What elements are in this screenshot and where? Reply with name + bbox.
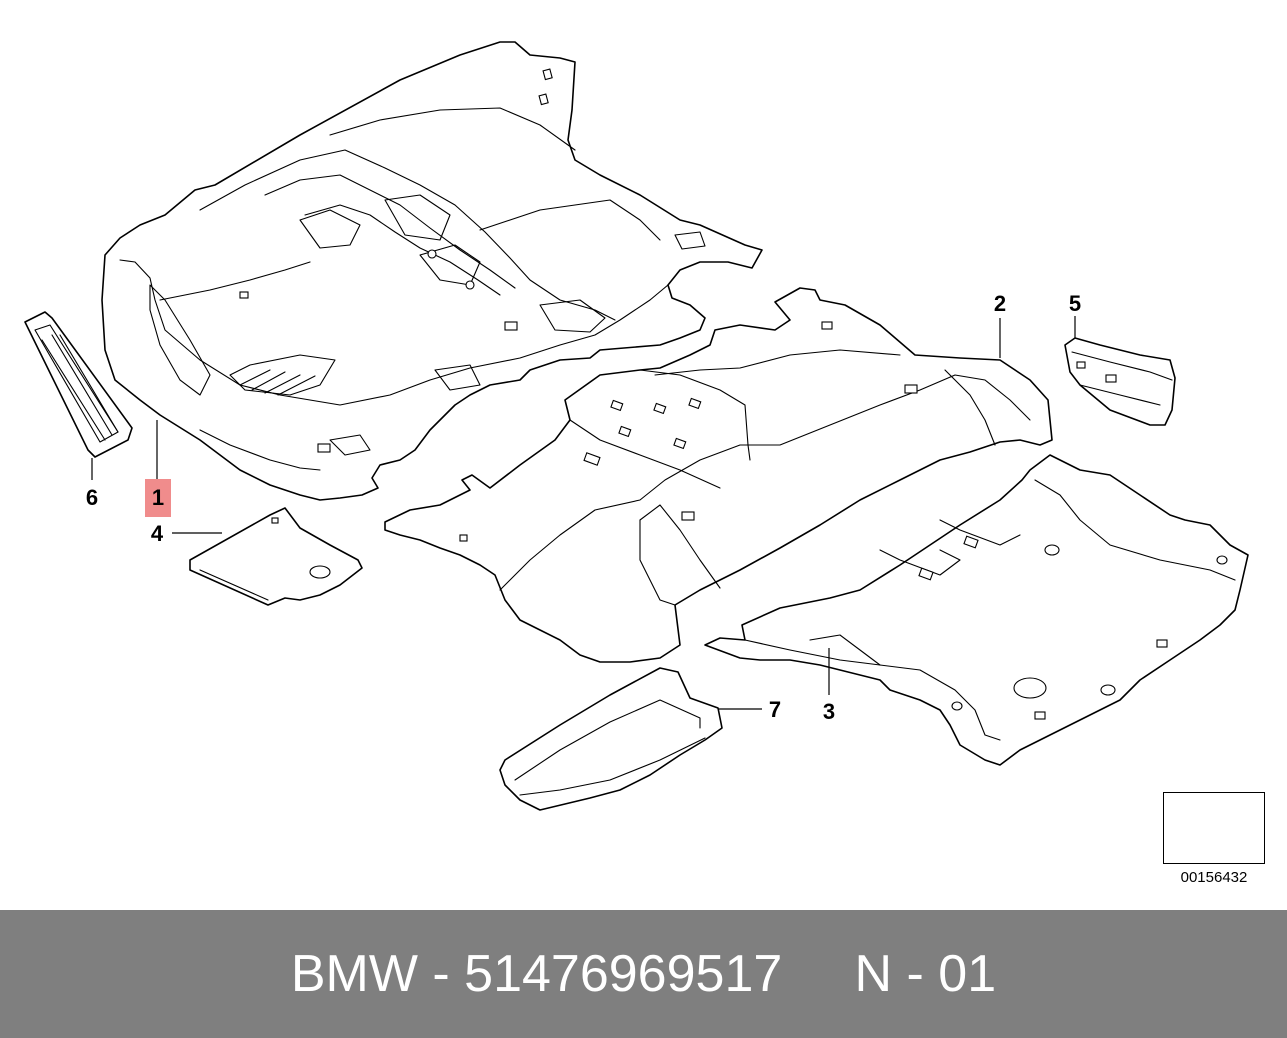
- reference-code: 00156432: [1180, 869, 1248, 886]
- callout-5: 5: [1068, 291, 1082, 316]
- callout-7: 7: [768, 697, 782, 722]
- parts-diagram: [24, 41, 1259, 858]
- callout-4: 4: [150, 521, 164, 546]
- callout-6: 6: [85, 485, 99, 510]
- callout-2: 2: [993, 291, 1007, 316]
- part-4-floor-mat: [189, 507, 363, 606]
- part-3-trunk-carpet: [704, 454, 1249, 766]
- footer-bar: BMW - 51476969517 N - 01: [0, 910, 1287, 1038]
- part-1-front-floor-carpet: [101, 41, 763, 501]
- leader-lines: [91, 316, 1076, 710]
- callout-3: 3: [822, 699, 836, 724]
- part-7-floor-panel: [499, 667, 723, 811]
- part-5-trim-piece: [1064, 337, 1176, 426]
- part-2-rear-floor-carpet: [384, 287, 1053, 663]
- part-6-sill-strip: [24, 311, 133, 458]
- reference-icon-box: [1163, 792, 1265, 864]
- callout-1-highlighted: 1: [145, 479, 171, 517]
- footer-part-number: BMW - 51476969517 N - 01: [290, 945, 997, 1003]
